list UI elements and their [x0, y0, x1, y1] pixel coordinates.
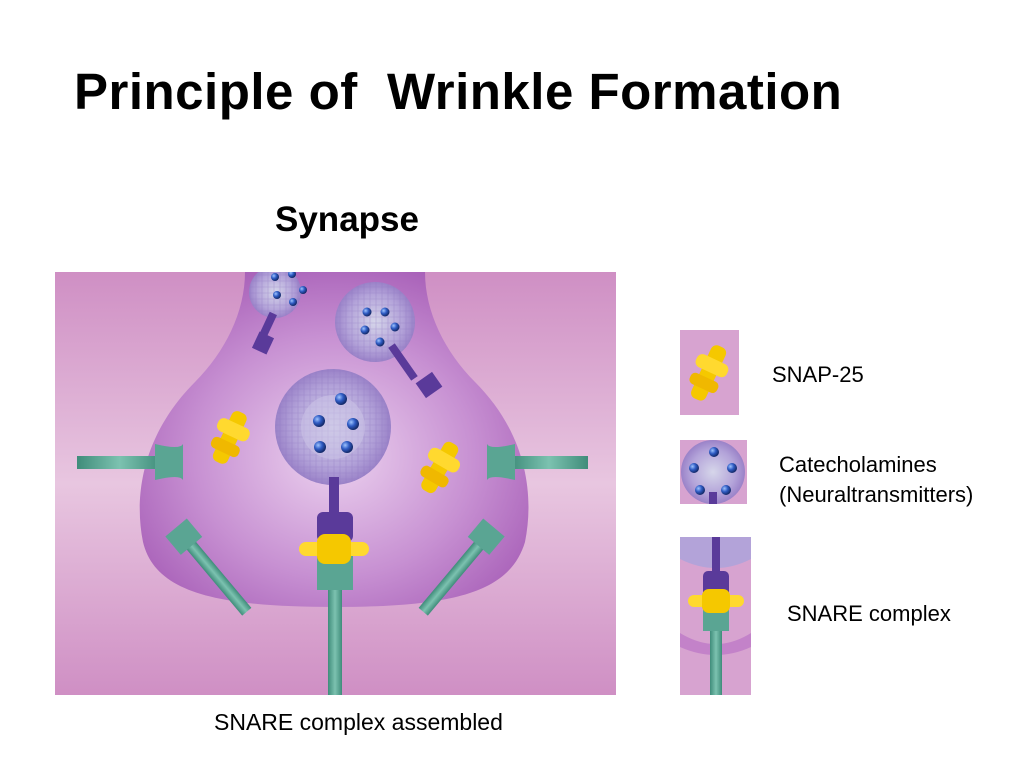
- legend-swatch-snap25: [680, 330, 739, 415]
- diagram-subtitle: Synapse: [275, 200, 419, 239]
- vesicle-central: [275, 369, 391, 485]
- snare-receptor-right: [487, 444, 588, 480]
- snap25-protein-left: [210, 411, 250, 464]
- snap25-protein-right: [420, 441, 461, 494]
- legend-label-catecholamines-line1: Catecholamines: [779, 452, 937, 477]
- legend-label-snare-complex: SNARE complex: [787, 601, 951, 626]
- snare-receptor-lower-right: [418, 518, 505, 616]
- legend-label-catecholamines-line2: (Neuraltransmitters): [779, 482, 974, 507]
- synapse-diagram: [55, 272, 616, 695]
- vesicle-top-right: [335, 282, 443, 399]
- snare-complex-assembled: [299, 477, 369, 695]
- snare-receptor-left: [77, 444, 183, 480]
- slide-title: Principle of Wrinkle Formation: [74, 63, 843, 120]
- legend-swatch-snare-complex: [680, 537, 751, 695]
- diagram-caption: SNARE complex assembled: [214, 709, 503, 735]
- snare-receptor-lower-left: [165, 518, 252, 616]
- legend-label-snap25: SNAP-25: [772, 362, 864, 387]
- legend-label-catecholamines: Catecholamines (Neuraltransmitters): [779, 450, 973, 510]
- vesicle-top-left: [249, 272, 307, 355]
- legend-swatch-catecholamines: [680, 440, 747, 504]
